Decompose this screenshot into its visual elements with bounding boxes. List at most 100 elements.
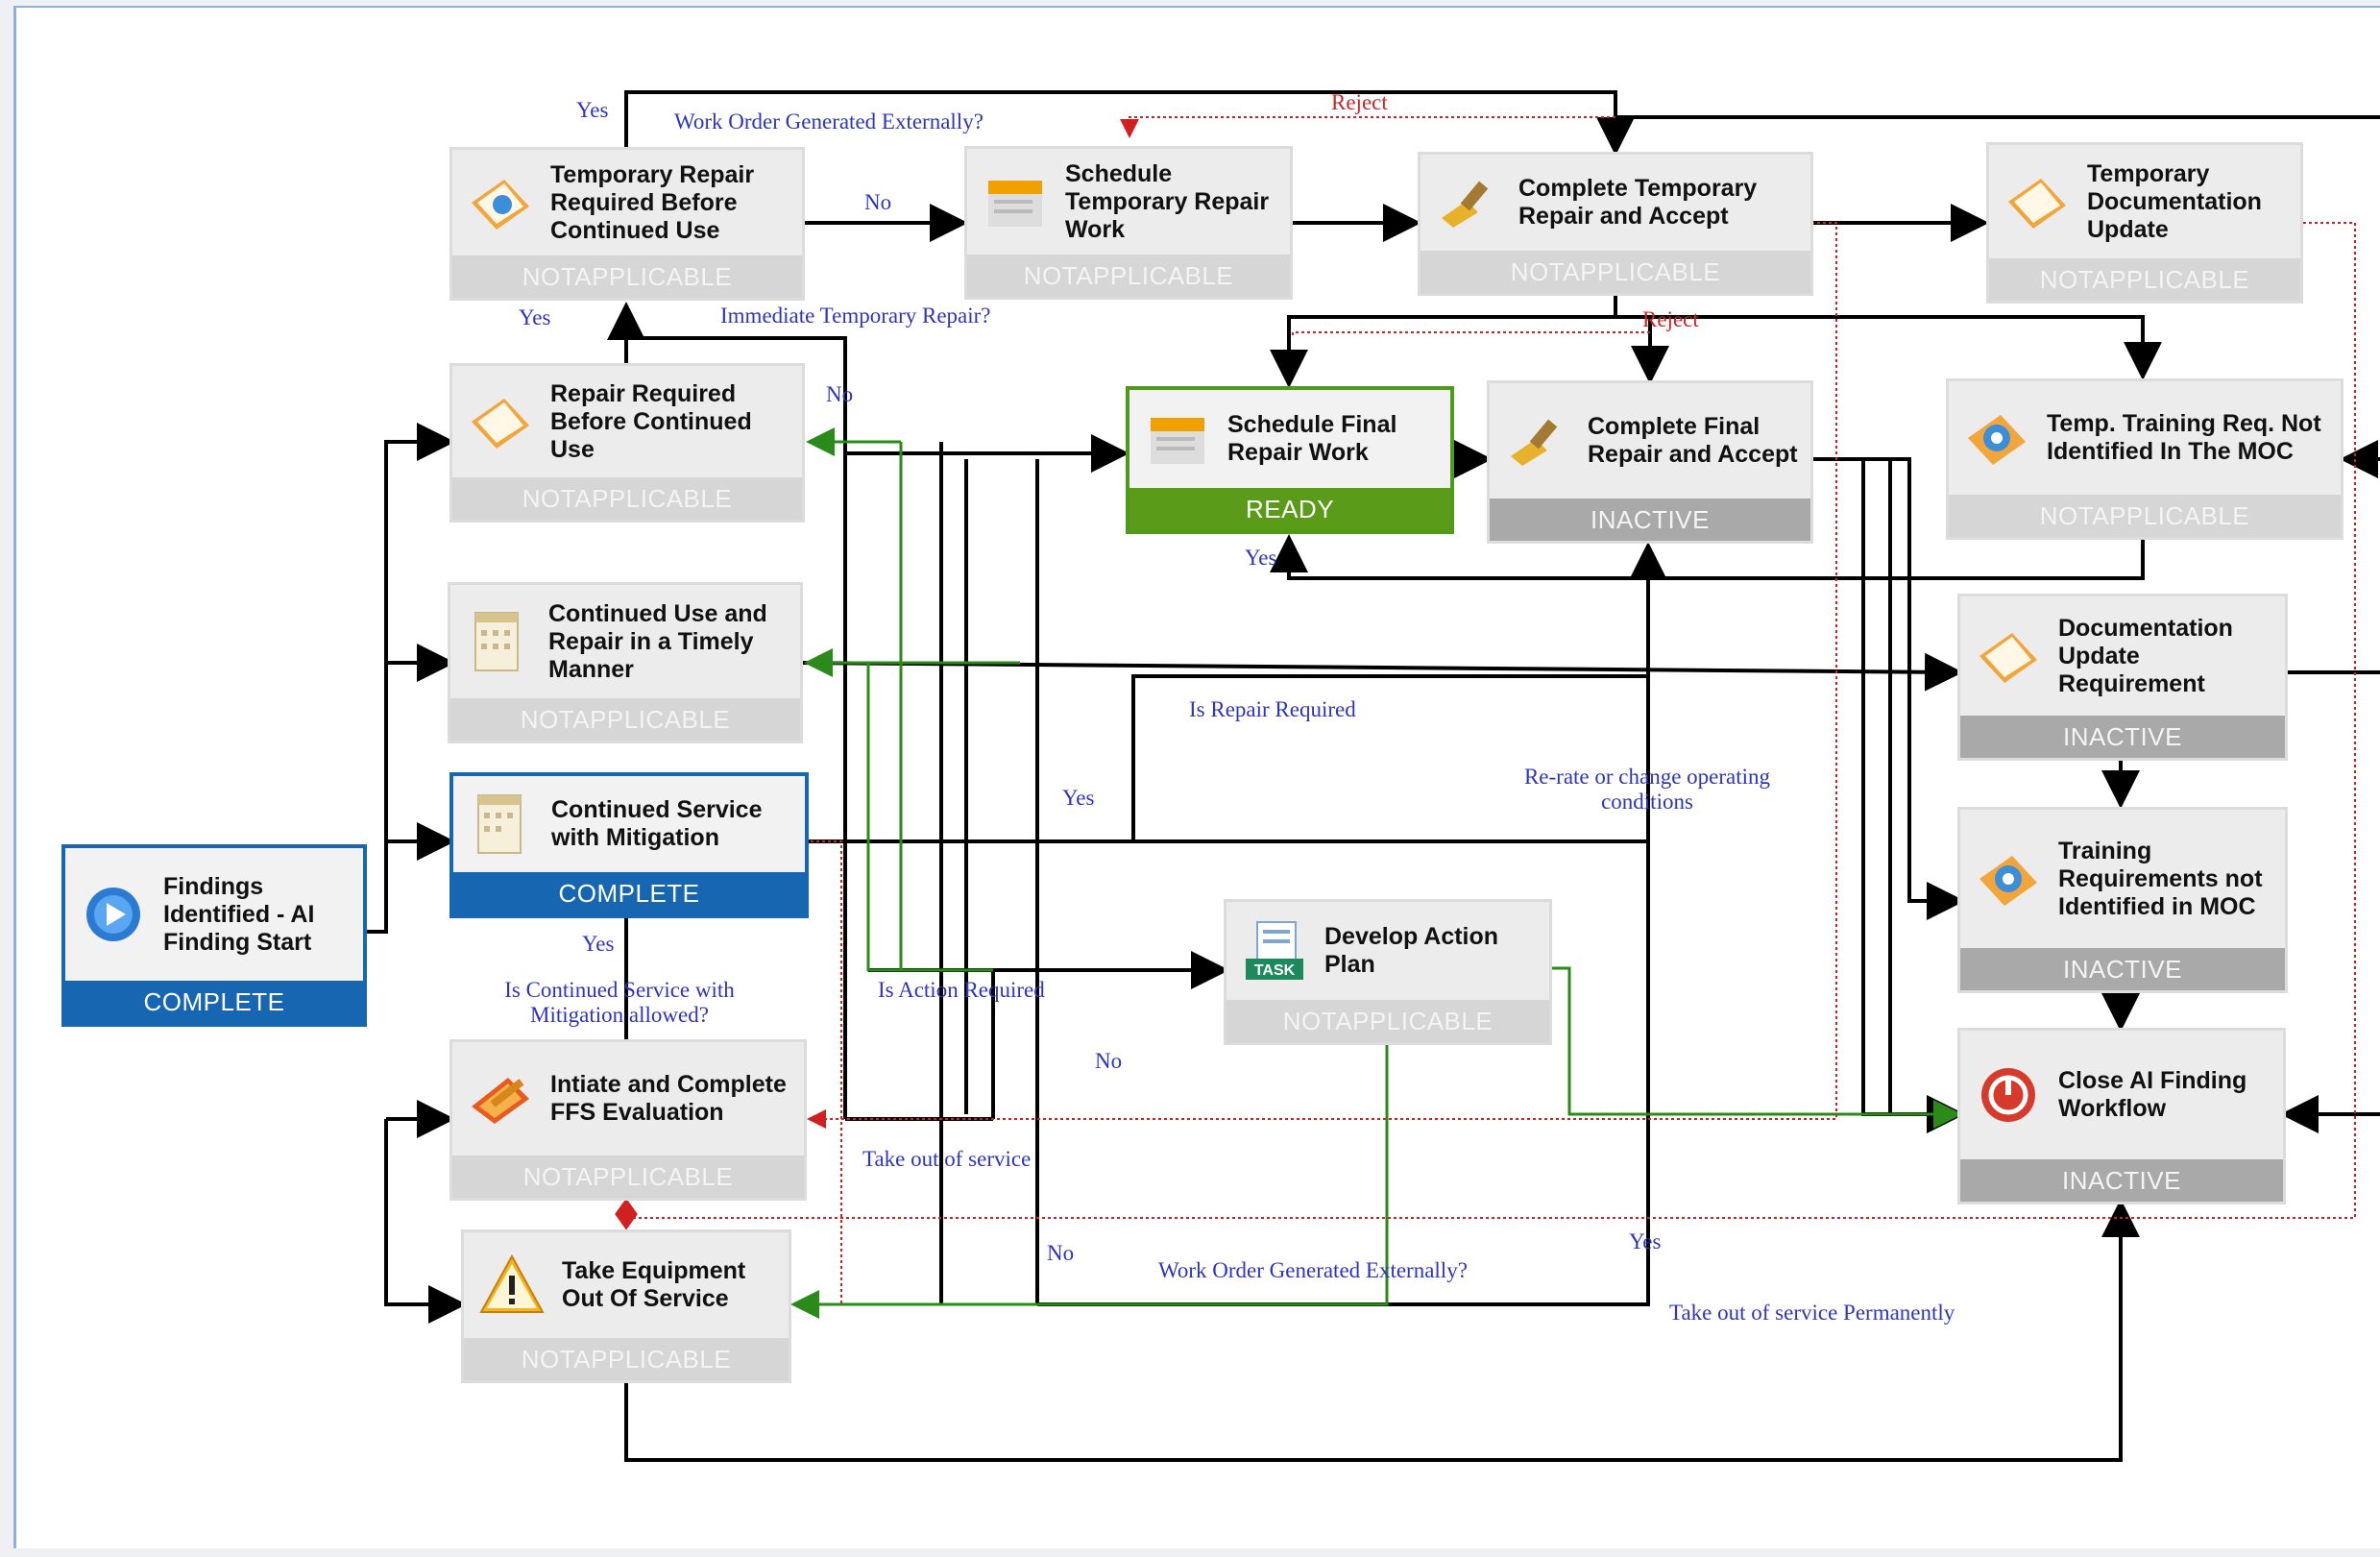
edge-label-yes: Yes (582, 932, 615, 956)
clipboard-icon (466, 168, 535, 237)
calendar-page-icon (464, 607, 533, 676)
play-icon (79, 880, 148, 949)
connector (365, 423, 455, 934)
node-status: NOTAPPLICABLE (452, 477, 802, 520)
node-label: Documentation Update Requirement (2058, 614, 2233, 697)
edge-label-yes: Yes (1245, 546, 1277, 570)
clipboard-icon (1974, 621, 2043, 691)
edge-label-yes: Yes (519, 305, 551, 329)
edge-label-wo-external: Work Order Generated Externally? (1158, 1258, 1468, 1282)
node-status: NOTAPPLICABLE (967, 255, 1290, 297)
edge-label-reject: Reject (1331, 90, 1388, 114)
edge-label-is-action: Is Action Required (878, 978, 1045, 1002)
node-temp-training[interactable]: Temp. Training Req. Not Identified In Th… (1946, 378, 2344, 540)
node-status: NOTAPPLICABLE (1226, 1000, 1549, 1042)
edge-label-permanently: Take out of service Permanently (1669, 1301, 1955, 1325)
node-continued-service[interactable]: Continued Service with Mitigation COMPLE… (449, 772, 809, 918)
node-status: NOTAPPLICABLE (464, 1338, 789, 1380)
reject-connector (626, 222, 2356, 1219)
brush-icon (1434, 168, 1503, 237)
node-label: Repair Required Before Continued Use (550, 379, 752, 463)
node-ffs[interactable]: Intiate and Complete FFS Evaluation NOTA… (449, 1039, 807, 1201)
svg-text:TASK: TASK (1254, 962, 1296, 979)
node-doc-update[interactable]: Documentation Update Requirement INACTIV… (1957, 594, 2288, 761)
connector (626, 336, 1129, 473)
node-label: Continued Service with Mitigation (551, 796, 763, 851)
node-label: Schedule Temporary Repair Work (1065, 159, 1270, 243)
node-label: Continued Use and Repair in a Timely Man… (548, 599, 767, 683)
calendar-page-icon (467, 790, 536, 859)
node-complete-temp[interactable]: Complete Temporary Repair and Accept NOT… (1418, 152, 1813, 296)
node-complete-final[interactable]: Complete Final Repair and Accept INACTIV… (1487, 380, 1813, 544)
edge-label-reject: Reject (1642, 307, 1699, 331)
clipboard-icon (466, 387, 535, 456)
pencil-icon (466, 1064, 535, 1133)
edge-label-no: No (864, 190, 892, 214)
reject-connector (1292, 331, 1650, 336)
clipboard-icon (2003, 167, 2072, 236)
green-connector (790, 1041, 1389, 1319)
node-schedule-temp[interactable]: Schedule Temporary Repair Work NOTAPPLIC… (964, 146, 1293, 300)
warning-icon (477, 1251, 546, 1320)
node-status: INACTIVE (1960, 716, 2285, 758)
node-status: NOTAPPLICABLE (452, 1156, 804, 1198)
connector (1615, 315, 2162, 380)
node-label: Temporary Repair Required Before Continu… (550, 160, 755, 244)
edge-label-no: No (1047, 1241, 1075, 1265)
node-label: Complete Temporary Repair and Accept (1518, 175, 1758, 230)
reject-connector (615, 1198, 638, 1230)
node-status: INACTIVE (1490, 499, 1810, 541)
connector (384, 1119, 467, 1324)
edge-label-is-repair: Is Repair Required (1189, 697, 1356, 721)
node-take-out[interactable]: Take Equipment Out Of Service NOTAPPLICA… (461, 1229, 791, 1383)
node-repair-required[interactable]: Repair Required Before Continued Use NOT… (449, 363, 805, 523)
node-action-plan[interactable]: TASK Develop Action Plan NOTAPPLICABLE (1224, 899, 1552, 1045)
edge-label-take-out: Take out of service (862, 1147, 1032, 1171)
node-label: Close AI Finding Workflow (2058, 1067, 2247, 1122)
connector (798, 652, 1963, 692)
connector (624, 90, 1635, 156)
calendar-icon (1143, 404, 1212, 474)
edge-label-yes: Yes (1062, 786, 1095, 810)
edge-label-yes: Yes (576, 98, 609, 122)
reject-connector (1120, 116, 1615, 138)
green-connector (1550, 966, 1962, 1129)
node-schedule-final[interactable]: Schedule Final Repair Work READY (1126, 386, 1454, 534)
node-label: Intiate and Complete FFS Evaluation (550, 1071, 787, 1126)
edge-label-wo-external: Work Order Generated Externally? (674, 109, 984, 134)
edge-label-is-continued: Is Continued Service with Mitigation all… (504, 978, 735, 1027)
eye-icon (1974, 844, 2043, 913)
node-temp-repair-required[interactable]: Temporary Repair Required Before Continu… (449, 147, 805, 301)
node-label: Take Equipment Out Of Service (562, 1257, 746, 1312)
node-status: INACTIVE (1960, 1159, 2283, 1202)
stop-icon (1974, 1060, 2043, 1130)
node-training-req[interactable]: Training Requirements not Identified in … (1957, 807, 2288, 993)
node-status: NOTAPPLICABLE (452, 255, 802, 298)
connector (1614, 92, 2380, 119)
node-temp-doc[interactable]: Temporary Documentation Update NOTAPPLIC… (1986, 142, 2303, 304)
node-findings[interactable]: Findings Identified - AI Finding Start C… (61, 844, 367, 1027)
connector (624, 1199, 2140, 1462)
reject-connector (805, 840, 842, 1304)
node-status: NOTAPPLICABLE (450, 698, 800, 741)
node-status: COMPLETE (453, 872, 805, 914)
node-label: Findings Identified - AI Finding Start (163, 872, 315, 956)
node-status: READY (1129, 488, 1450, 530)
task-icon: TASK (1240, 916, 1309, 985)
node-continued-use[interactable]: Continued Use and Repair in a Timely Man… (448, 582, 803, 743)
edge-label-rerate: Re-rate or change operating conditions (1523, 765, 1771, 814)
eye-icon (1962, 403, 2031, 473)
reject-connector (807, 222, 1837, 1129)
calendar-icon (981, 167, 1050, 236)
brush-icon (1503, 406, 1572, 475)
node-label: Develop Action Plan (1324, 923, 1499, 978)
node-status: INACTIVE (1960, 948, 2285, 990)
connector (1861, 459, 1965, 1133)
node-label: Temp. Training Req. Not Identified In Th… (2047, 410, 2321, 465)
node-status: COMPLETE (65, 981, 363, 1023)
node-status: NOTAPPLICABLE (1949, 495, 2341, 537)
node-close[interactable]: Close AI Finding Workflow INACTIVE (1957, 1028, 2286, 1204)
connector (1270, 534, 2145, 580)
